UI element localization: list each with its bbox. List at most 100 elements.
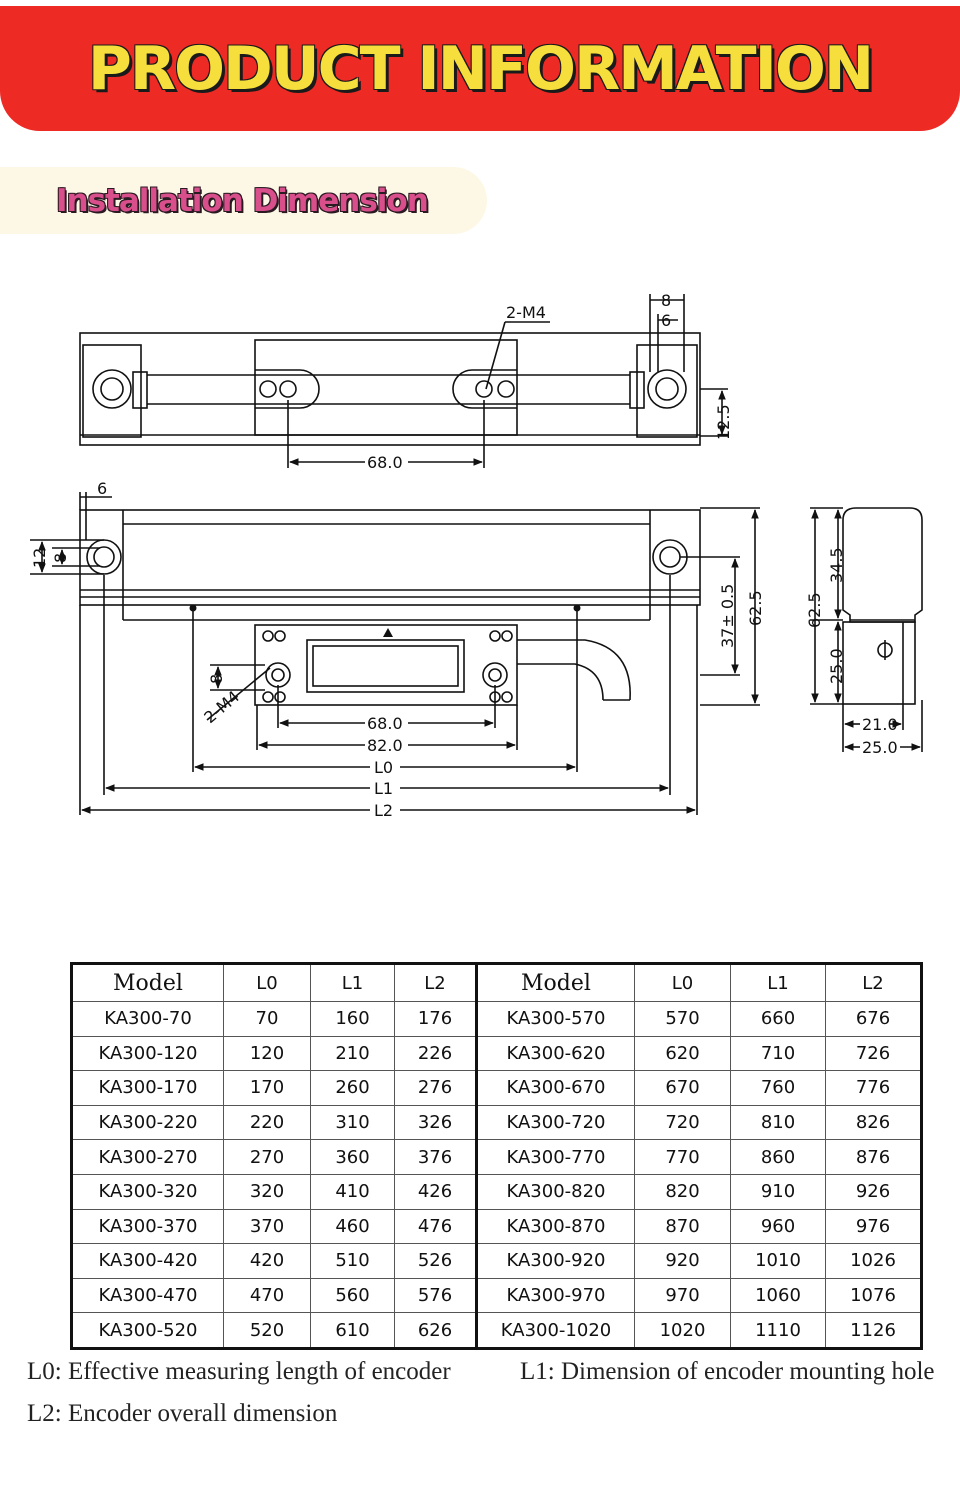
dim-62-5-label: 62.5 [746,590,765,626]
table-cell: KA300-920 [475,1243,635,1279]
dim-l1-label: L1 [374,779,393,798]
table-cell: 1060 [730,1277,826,1314]
table-cell: KA300-70 [71,1001,224,1037]
table-cell: 660 [730,1001,826,1037]
dim-12-label: 12 [30,548,49,568]
header-l2: L2 [394,963,477,1002]
side-25-bottom-label: 25.0 [862,738,898,757]
table-cell: 270 [223,1139,311,1175]
table-cell: 920 [634,1243,731,1279]
table-cell: 260 [310,1070,395,1106]
top-hole-label: 2-M4 [506,303,546,322]
table-cell: 810 [730,1104,826,1141]
table-cell: KA300-1020 [475,1312,635,1349]
table-cell: 1026 [825,1243,922,1279]
banner-title: PRODUCT INFORMATION [87,33,874,104]
table-cell: 1126 [825,1312,922,1349]
table-cell: 710 [730,1035,826,1072]
table-cell: 210 [310,1035,395,1072]
side-34-5-label: 34.5 [827,547,846,583]
side-21-label: 21.0 [862,715,898,734]
table-cell: KA300-620 [475,1035,635,1072]
table-cell: KA300-120 [71,1035,224,1072]
table-cell: 476 [394,1208,477,1245]
table-cell: 620 [634,1035,731,1072]
header-l1: L1 [730,963,826,1002]
table-cell: 310 [310,1104,395,1141]
dim-68-label: 68.0 [367,714,403,733]
note-l1: L1: Dimension of encoder mounting hole [520,1358,935,1385]
header-model: Model [475,963,635,1002]
note-l2: L2: Encoder overall dimension [27,1400,338,1427]
table-cell: 326 [394,1104,477,1141]
table-cell: 420 [223,1243,311,1279]
table-cell: 426 [394,1173,477,1210]
dim-l0-label: L0 [374,758,393,777]
table-cell: KA300-420 [71,1243,224,1279]
bottom-hole-label: 2-M4 [200,687,243,727]
table-cell: 176 [394,1001,477,1037]
note-l0: L0: Effective measuring length of encode… [27,1358,451,1385]
table-header-row: Model L0 L1 L2 Model L0 L1 L2 [71,963,922,1002]
table-cell: KA300-570 [475,1001,635,1037]
table-cell: 1020 [634,1312,731,1349]
table-cell: 876 [825,1139,922,1175]
table-cell: 926 [825,1173,922,1210]
table-cell: 1010 [730,1243,826,1279]
table-cell: KA300-320 [71,1173,224,1210]
table-cell: KA300-670 [475,1070,635,1106]
table-cell: KA300-720 [475,1104,635,1141]
table-cell: 320 [223,1173,311,1210]
table-cell: 370 [223,1208,311,1245]
top-view [79,294,728,468]
dim-l2-label: L2 [374,801,393,820]
front-view [30,492,760,815]
section-header: Installation Dimension [0,167,487,234]
table-cell: 610 [310,1312,395,1349]
table-cell: 376 [394,1139,477,1175]
header-l0: L0 [223,963,311,1002]
dim-6-label: 6 [661,311,671,330]
table-cell: 560 [310,1277,395,1314]
table-cell: 770 [634,1139,731,1175]
table-cell: 960 [730,1208,826,1245]
dim-12-5-label: 12.5 [714,404,733,440]
table-cell: 520 [223,1312,311,1349]
table-cell: 720 [634,1104,731,1141]
header-model: Model [71,963,224,1002]
table-cell: KA300-220 [71,1104,224,1141]
dim-8-left-label: 8 [51,553,70,563]
header-l2: L2 [825,963,922,1002]
table-cell: 670 [634,1070,731,1106]
table-cell: 226 [394,1035,477,1072]
header-l0: L0 [634,963,731,1002]
table-cell: 570 [634,1001,731,1037]
table-cell: 120 [223,1035,311,1072]
table-cell: 970 [634,1277,731,1314]
table-cell: KA300-170 [71,1070,224,1106]
table-cell: 160 [310,1001,395,1037]
side-25-label: 25.0 [827,648,846,684]
table-cell: 460 [310,1208,395,1245]
table-cell: 510 [310,1243,395,1279]
table-cell: KA300-370 [71,1208,224,1245]
side-62-5-label: 62.5 [805,592,824,628]
table-cell: 626 [394,1312,477,1349]
table-cell: 860 [730,1139,826,1175]
header-banner: PRODUCT INFORMATION [0,6,960,131]
table-cell: KA300-470 [71,1277,224,1314]
table-cell: 1076 [825,1277,922,1314]
table-cell: 470 [223,1277,311,1314]
table-cell: 1110 [730,1312,826,1349]
table-cell: 726 [825,1035,922,1072]
dim-8-label: 8 [661,291,671,310]
